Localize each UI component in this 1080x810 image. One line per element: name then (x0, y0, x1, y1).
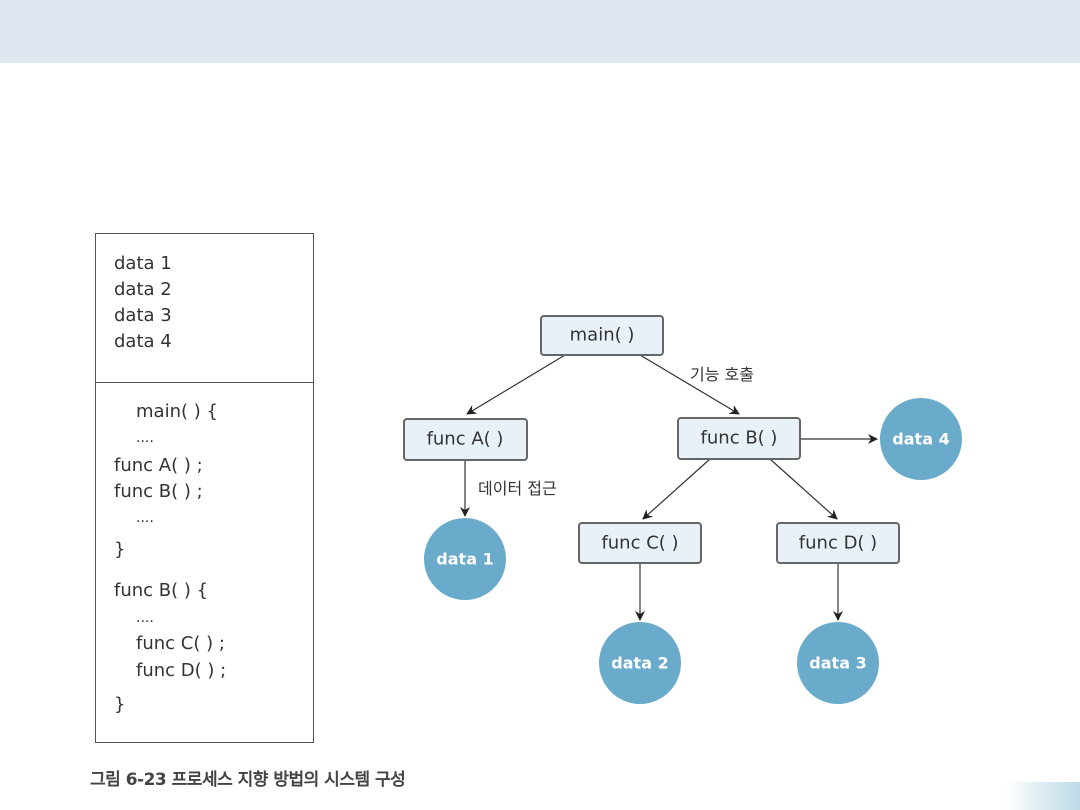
header-band (0, 0, 1080, 63)
code-line: .... (136, 610, 154, 626)
data-access-label: 데이터 접근 (478, 479, 557, 498)
node-func-a-label: func A( ) (427, 429, 504, 450)
code-line: .... (136, 430, 154, 446)
figure-caption: 그림 6-23 프로세스 지향 방법의 시스템 구성 (90, 770, 406, 790)
code-line: func D( ) ; (136, 660, 227, 681)
code-line: func B( ) { (114, 580, 209, 601)
node-func-d (776, 522, 900, 564)
code-line: func B( ) ; (114, 481, 203, 502)
code-line: } (114, 539, 126, 560)
node-func-d-label: func D( ) (799, 533, 877, 554)
code-line: data 2 (114, 279, 172, 300)
arrow-b-to-c (642, 458, 711, 520)
node-func-c-label: func C( ) (601, 533, 678, 554)
node-func-b-label: func B( ) (701, 428, 778, 449)
divider (96, 382, 313, 383)
data-circle-3-label: data 3 (809, 654, 866, 673)
code-panel: data 1 data 2 data 3 data 4 main( ) { ..… (95, 233, 314, 743)
data-circle-2-label: data 2 (611, 654, 668, 673)
code-line: data 1 (114, 253, 172, 274)
node-func-c (578, 522, 702, 564)
node-func-a (403, 418, 528, 461)
code-line: data 4 (114, 331, 172, 352)
data-circle-4-label: data 4 (892, 430, 949, 449)
arrow-b-to-d (769, 458, 838, 520)
function-call-label: 기능 호출 (690, 365, 754, 384)
data-circle-3 (797, 622, 879, 704)
arrow-main-to-a (466, 354, 566, 415)
node-main (540, 315, 664, 356)
data-circle-4 (880, 398, 962, 480)
code-line: } (114, 694, 126, 715)
data-circle-2 (599, 622, 681, 704)
corner-decoration (1005, 782, 1080, 810)
arrow-main-to-b (639, 354, 740, 415)
code-line: func C( ) ; (136, 633, 225, 654)
node-main-label: main( ) (570, 325, 635, 346)
node-func-b (677, 417, 801, 460)
data-circle-1 (424, 518, 506, 600)
code-line: .... (136, 510, 154, 526)
code-line: main( ) { (136, 401, 218, 422)
code-line: func A( ) ; (114, 455, 203, 476)
data-circle-1-label: data 1 (436, 550, 493, 569)
code-line: data 3 (114, 305, 172, 326)
